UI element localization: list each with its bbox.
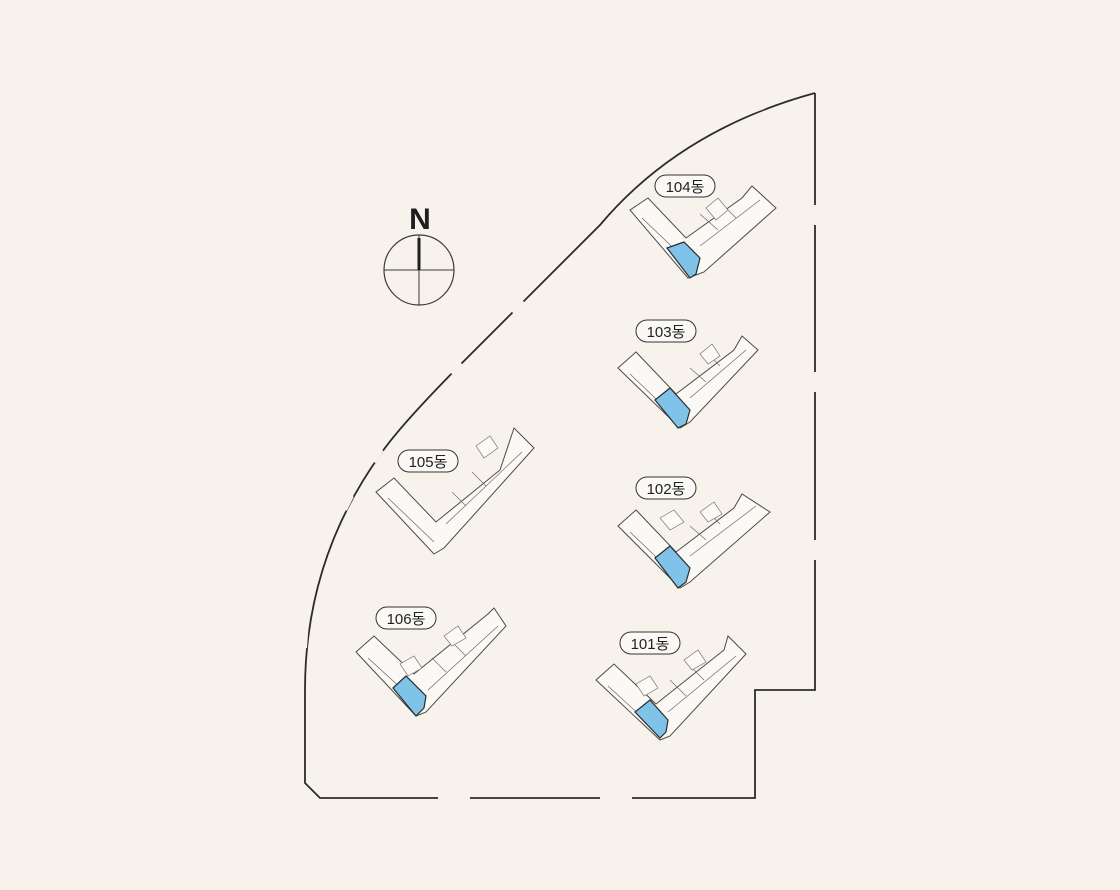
building-103[interactable]: 103동: [617, 319, 759, 429]
building-104[interactable]: 104동: [629, 174, 777, 279]
building-102[interactable]: 102동: [617, 476, 771, 589]
building-label-pill: [397, 449, 459, 473]
building-label-pill: [635, 476, 697, 500]
highlight-unit: [392, 675, 427, 717]
building-label: 101동: [631, 636, 670, 653]
site-boundary: [303, 92, 817, 800]
highlight-unit: [654, 387, 691, 429]
building-label-pill: [375, 606, 437, 630]
building-label: 104동: [666, 179, 705, 196]
compass: N: [383, 203, 455, 306]
highlight-unit: [666, 241, 701, 279]
building-label: 106동: [387, 611, 426, 628]
building-label: 105동: [409, 454, 448, 471]
highlight-unit: [654, 545, 691, 589]
building-label-pill: [635, 319, 697, 343]
building-101[interactable]: 101동: [595, 631, 747, 741]
building-label: 102동: [647, 481, 686, 498]
compass-north-letter: N: [409, 203, 431, 236]
building-label-pill: [654, 174, 716, 198]
highlight-unit: [634, 699, 669, 739]
building-label-pill: [619, 631, 681, 655]
building-label: 103동: [647, 324, 686, 341]
building-105[interactable]: 105동: [375, 427, 535, 555]
building-106[interactable]: 106동: [355, 606, 507, 717]
